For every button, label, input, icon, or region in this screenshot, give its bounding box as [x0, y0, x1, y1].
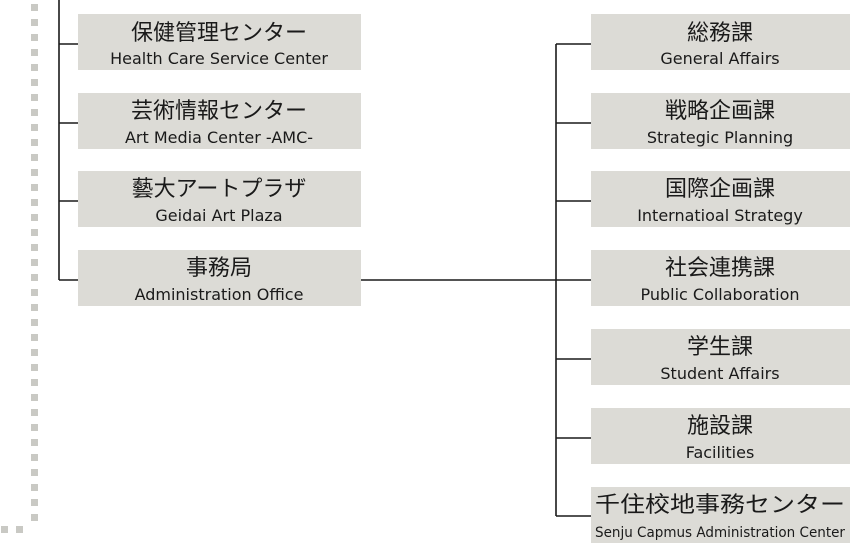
border-dot: [31, 304, 38, 311]
border-dot: [31, 274, 38, 281]
border-dot: [31, 109, 38, 116]
right-connectors: [555, 43, 591, 517]
node-box: [78, 14, 361, 70]
border-dot: [31, 49, 38, 56]
right-node-2[interactable]: 戦略企画課 Strategic Planning: [591, 93, 850, 149]
border-dot: [31, 139, 38, 146]
node-title-en: Art Media Center -AMC-: [125, 128, 313, 147]
node-title-ja: 千住校地事務センター: [595, 493, 845, 518]
node-box: [78, 93, 361, 149]
border-dot: [31, 199, 38, 206]
node-title-en: Administration Office: [135, 285, 304, 304]
node-title-ja: 事務局: [186, 256, 252, 281]
node-box: [591, 329, 850, 385]
dotted-border: [1, 4, 38, 533]
node-title-ja: 保健管理センター: [131, 21, 307, 46]
node-title-en: Student Affairs: [660, 364, 779, 383]
border-dot: [31, 244, 38, 251]
border-dot: [31, 4, 38, 11]
border-dot: [31, 169, 38, 176]
border-dot: [31, 409, 38, 416]
border-dot: [16, 526, 23, 533]
node-box: [591, 14, 850, 70]
border-dot: [31, 94, 38, 101]
node-title-ja: 国際企画課: [665, 177, 775, 202]
border-dot: [31, 379, 38, 386]
border-dot: [31, 79, 38, 86]
right-node-5[interactable]: 学生課 Student Affairs: [591, 329, 850, 385]
node-title-ja: 芸術情報センター: [131, 99, 307, 124]
right-node-3[interactable]: 国際企画課 Internatioal Strategy: [591, 171, 850, 227]
border-dot: [1, 526, 8, 533]
border-dot: [31, 214, 38, 221]
node-title-ja: 藝大アートプラザ: [132, 177, 307, 202]
border-dot: [31, 124, 38, 131]
border-dot: [31, 184, 38, 191]
left-connectors: [58, 0, 78, 281]
node-title-en: Health Care Service Center: [110, 49, 328, 68]
node-title-en: General Affairs: [660, 49, 779, 68]
border-dot: [31, 514, 38, 521]
border-dot: [31, 319, 38, 326]
node-title-en: Geidai Art Plaza: [155, 206, 282, 225]
right-node-4[interactable]: 社会連携課 Public Collaboration: [591, 250, 850, 306]
node-box: [591, 487, 850, 543]
border-dot: [31, 439, 38, 446]
border-dot: [31, 64, 38, 71]
border-dot: [31, 289, 38, 296]
left-node-3[interactable]: 藝大アートプラザ Geidai Art Plaza: [78, 171, 361, 227]
border-dot: [31, 454, 38, 461]
node-title-en: Facilities: [686, 443, 755, 462]
node-title-en: Internatioal Strategy: [637, 206, 803, 225]
node-title-ja: 学生課: [687, 335, 753, 360]
node-title-en: Public Collaboration: [640, 285, 799, 304]
border-dot: [31, 259, 38, 266]
node-title-ja: 戦略企画課: [665, 99, 775, 124]
border-dot: [31, 499, 38, 506]
right-node-1[interactable]: 総務課 General Affairs: [591, 14, 850, 70]
node-box: [591, 93, 850, 149]
border-dot: [31, 229, 38, 236]
node-title-ja: 社会連携課: [665, 256, 775, 281]
node-title-ja: 施設課: [687, 414, 753, 439]
border-dot: [31, 349, 38, 356]
node-title-en: Strategic Planning: [647, 128, 793, 147]
border-dot: [31, 34, 38, 41]
node-box: [78, 250, 361, 306]
node-box: [591, 250, 850, 306]
border-dot: [31, 364, 38, 371]
right-node-6[interactable]: 施設課 Facilities: [591, 408, 850, 464]
left-node-2[interactable]: 芸術情報センター Art Media Center -AMC-: [78, 93, 361, 149]
border-dot: [31, 19, 38, 26]
left-node-4[interactable]: 事務局 Administration Office: [78, 250, 361, 306]
node-title-ja: 総務課: [687, 21, 753, 46]
node-box: [591, 171, 850, 227]
left-node-1[interactable]: 保健管理センター Health Care Service Center: [78, 14, 361, 70]
border-dot: [31, 484, 38, 491]
border-dot: [31, 154, 38, 161]
border-dot: [31, 424, 38, 431]
border-dot: [31, 469, 38, 476]
border-dot: [31, 334, 38, 341]
node-box: [78, 171, 361, 227]
node-title-en: Senju Capmus Administration Center: [595, 525, 845, 541]
border-dot: [31, 394, 38, 401]
node-box: [591, 408, 850, 464]
right-node-7[interactable]: 千住校地事務センター Senju Capmus Administration C…: [591, 487, 850, 543]
